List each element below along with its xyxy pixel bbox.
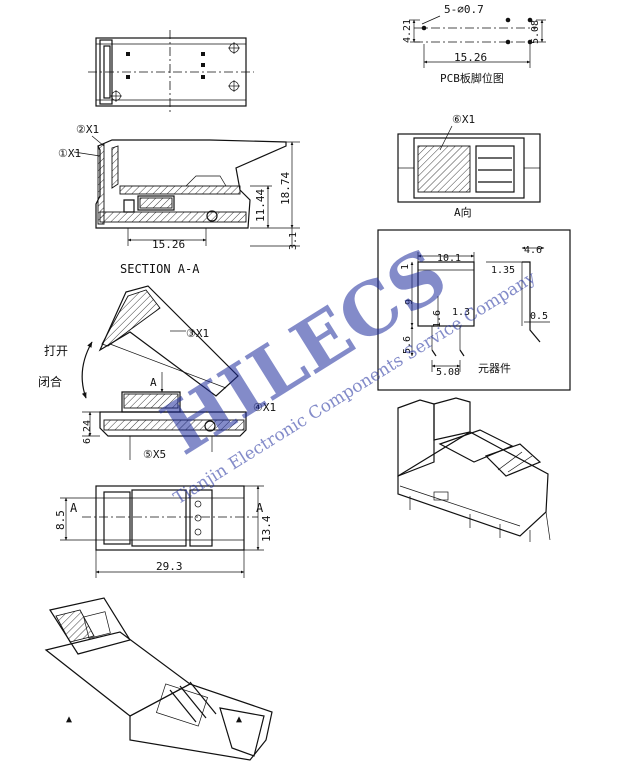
pcb-hole [527,17,533,23]
mounting-hole [110,90,122,102]
dim-height-total: 18.74 [279,172,292,205]
pcb-hole [505,39,511,45]
dim-lead-len: 5.6 [402,336,413,354]
dim-side: 4.6 [524,245,542,256]
dim-pin: 0.5 [530,311,548,322]
mounting-hole [228,42,240,54]
iso-marker-left: ▲ [66,714,72,725]
pcb-caption: PCB板脚位图 [440,71,504,85]
open-lid-view: ③X1 ④X1 ⑤X5 A 打开 闭合 6.24 [38,285,276,461]
callout-5: ⑤X5 [143,448,166,461]
mounting-hole [228,80,240,92]
dim-height: 13.4 [260,515,273,542]
dim-width: 15.26 [152,238,185,251]
callout-4: ④X1 [253,401,276,414]
a-direction-view: ⑥X1 A向 [397,113,541,219]
iso-view-closed [397,397,551,542]
pcb-hole [527,39,533,45]
component-caption: 元器件 [478,362,511,375]
top-view: A A 8.5 13.4 29.3 [54,485,273,578]
dim-pitch-v: 4.21 [402,19,413,43]
callout-6: ⑥X1 [452,113,475,126]
dim-height-inner: 11.44 [254,189,267,222]
dim-row: 5.08 [530,20,541,44]
dim-pitch-h: 15.26 [454,51,487,64]
section-title: SECTION A-A [120,262,200,276]
label-open: 打开 [44,344,68,358]
section-mark-right: A [256,501,264,515]
dim-pin-len: 1.6 [432,310,443,328]
iso-view-open: ▲ ▲ [44,597,273,761]
label-close: 闭合 [38,374,62,389]
section-mark-left: A [70,501,78,515]
dim-thick: 1.35 [491,265,515,276]
section-mark-a: A [150,376,157,389]
pcb-layout: 5-⌀0.7 4.21 5.08 15.26 PCB板脚位图 [402,3,546,85]
dim-length: 29.3 [156,560,183,573]
dim-pitch: 5.08 [436,367,460,378]
dim-lead: 3.1 [288,232,299,250]
callout-1: ①X1 [58,147,81,160]
callout-2: ②X1 [76,123,99,136]
plan-view-top [88,30,254,114]
callout-3: ③X1 [186,327,209,340]
dim-height: 9 [404,299,415,305]
component-detail: 10.1 5.08 1 9 5.6 1.6 1.3 4.6 1.35 0.5 元… [377,229,571,391]
dim-height: 6.24 [82,420,93,444]
dim-top: 1 [400,264,411,270]
pcb-hole [505,17,511,23]
a-view-caption: A向 [454,205,472,219]
dim-width: 10.1 [437,253,461,264]
pcb-hole [421,25,427,31]
dim-inner: 8.5 [54,510,67,530]
section-view: ②X1 ①X1 15.26 11.44 18.74 3.1 SECTION A-… [58,123,300,276]
dim-holes: 5-⌀0.7 [444,3,484,16]
iso-marker-right: ▲ [236,714,242,725]
dim-pin-gap: 1.3 [452,307,470,318]
